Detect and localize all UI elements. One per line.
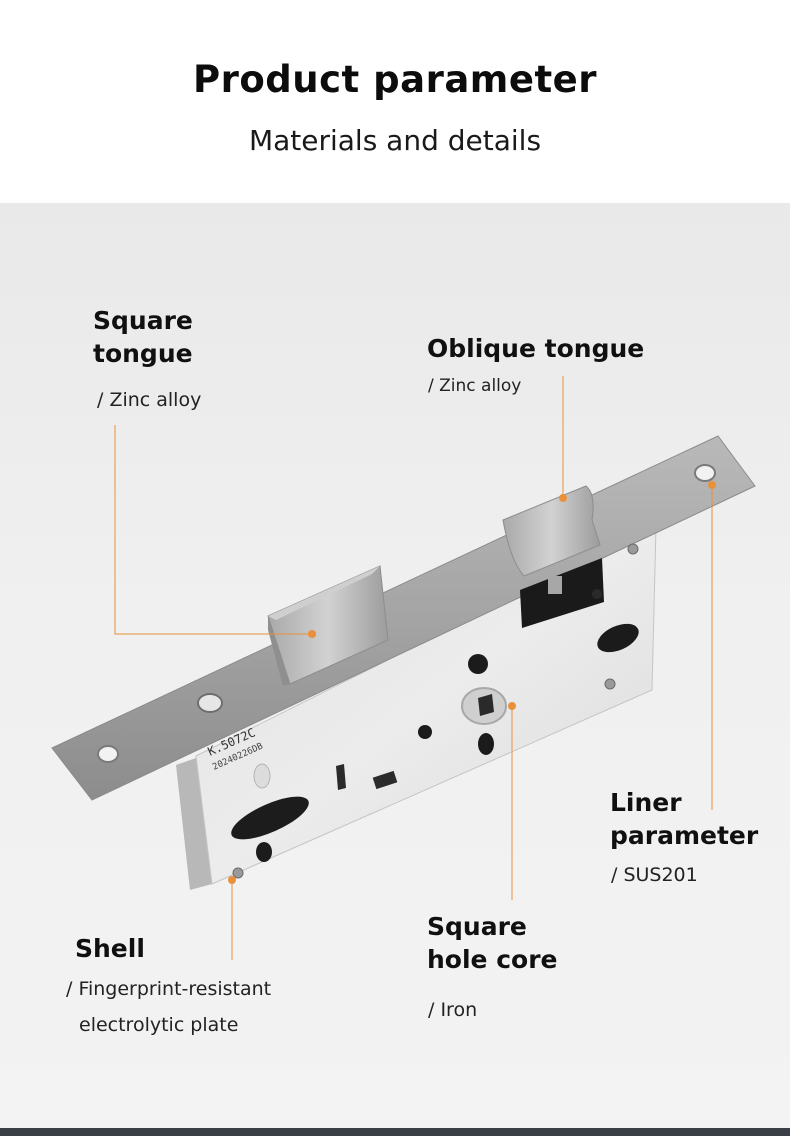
leader-lines — [114, 376, 713, 960]
faceplate-hole-left — [97, 745, 119, 763]
page-title: Product parameter — [193, 58, 597, 101]
header: Product parameter Materials and details — [0, 0, 790, 203]
top-right-slot — [597, 623, 639, 653]
callout-square-tongue-title: Square tongue — [93, 306, 193, 368]
faceplate-hole-middle — [197, 693, 223, 713]
oblique-tongue — [502, 485, 601, 577]
leader-square-tongue — [114, 425, 312, 635]
screw-top-right — [627, 543, 639, 555]
callout-oblique-tongue-title: Oblique tongue — [427, 334, 645, 363]
callout-shell-material: / Fingerprint-resistant electrolytic pla… — [66, 978, 272, 1036]
callout-liner-material: / SUS201 — [611, 864, 698, 886]
leader-dots — [228, 481, 716, 884]
callout-shell-title: Shell — [75, 934, 145, 963]
cylinder-hole — [231, 796, 309, 840]
callout-square-hole-core-material: / Iron — [428, 999, 478, 1021]
faceplate-hole-right — [694, 464, 716, 482]
page-subtitle: Materials and details — [248, 124, 542, 157]
callout-liner-title: Liner parameter — [610, 788, 759, 850]
lock-body-edge — [176, 758, 212, 890]
screw-bottom-right — [604, 678, 616, 690]
callout-square-hole-core-title: Square hole core — [427, 912, 558, 974]
callout-oblique-tongue-material: / Zinc alloy — [428, 376, 522, 396]
callout-square-tongue-material: / Zinc alloy — [97, 389, 202, 411]
product-stage: K.5072C 20240226DB — [0, 203, 790, 1128]
bottom-strip — [0, 1128, 790, 1136]
mortise-lock-illustration: K.5072C 20240226DB — [51, 376, 756, 960]
screw-bottom-left — [232, 867, 244, 879]
